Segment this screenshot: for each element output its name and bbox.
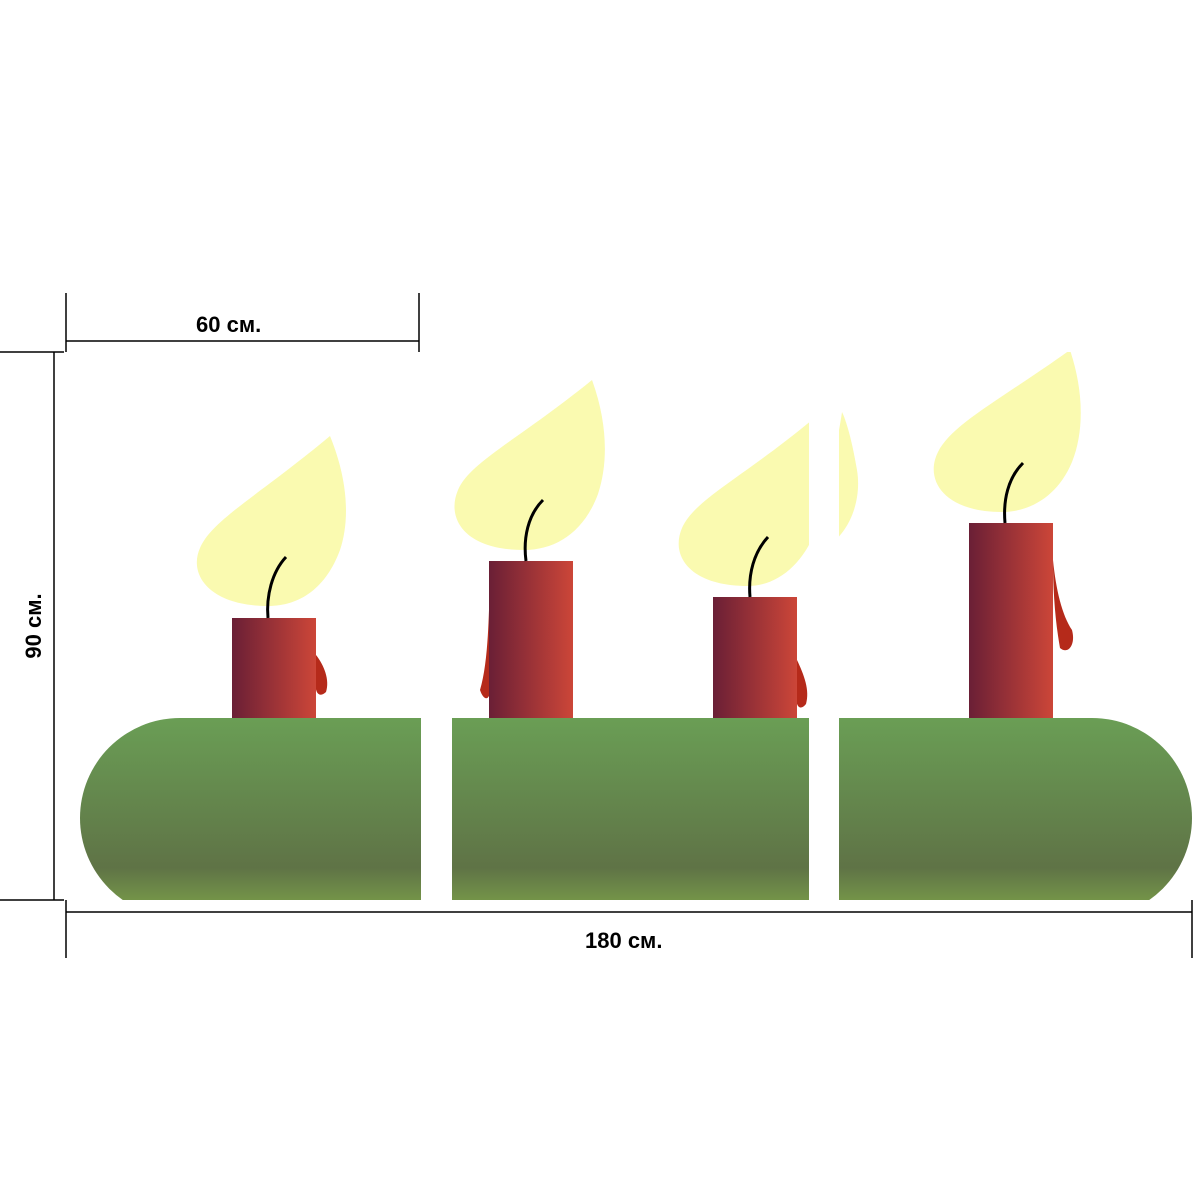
log: [80, 718, 1192, 900]
dimension-lines: [0, 293, 1193, 958]
drip: [1053, 560, 1074, 651]
candle-1: [196, 436, 346, 718]
panel-width-label: 60 см.: [196, 312, 262, 337]
candle-3: [678, 420, 824, 718]
panel-gap-1: [421, 340, 452, 910]
drip: [315, 655, 328, 695]
candle-body: [232, 618, 316, 718]
candle-body: [969, 523, 1053, 718]
candle-body: [713, 597, 797, 718]
total-width-label: 180 см.: [585, 928, 663, 953]
wick: [1003, 461, 1025, 524]
flame-1: [196, 436, 346, 606]
candle-4: [933, 352, 1081, 718]
candle-2: [454, 380, 605, 718]
panel-gap-2: [809, 340, 839, 910]
height-label: 90 см.: [21, 593, 46, 659]
wick: [266, 555, 288, 619]
wick: [748, 535, 770, 598]
flame-2: [454, 380, 605, 550]
artwork-scene: [80, 352, 1192, 900]
candle-body: [489, 561, 573, 718]
drip: [796, 660, 808, 708]
drip: [480, 610, 490, 699]
wick: [523, 498, 545, 562]
flame-4: [933, 352, 1081, 512]
flame-3: [678, 420, 824, 586]
